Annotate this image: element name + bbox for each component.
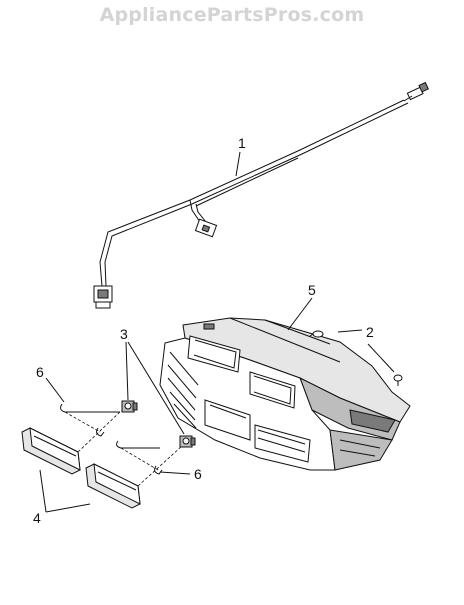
leader-lines bbox=[39, 151, 395, 513]
watermark: AppliancePartsPros.com bbox=[99, 4, 365, 26]
lens-icon bbox=[21, 409, 183, 509]
callout-6-right: 6 bbox=[194, 466, 202, 482]
callout-5: 5 bbox=[308, 282, 316, 298]
callout-6-left: 6 bbox=[36, 364, 44, 380]
callout-2: 2 bbox=[366, 324, 374, 340]
callout-1: 1 bbox=[238, 135, 246, 151]
housing-icon bbox=[159, 317, 411, 471]
screw-icon bbox=[309, 330, 403, 386]
callout-3: 3 bbox=[120, 326, 128, 342]
wire-harness-icon bbox=[93, 81, 429, 309]
callout-4: 4 bbox=[33, 510, 41, 526]
lamp-socket-icon bbox=[121, 400, 196, 448]
